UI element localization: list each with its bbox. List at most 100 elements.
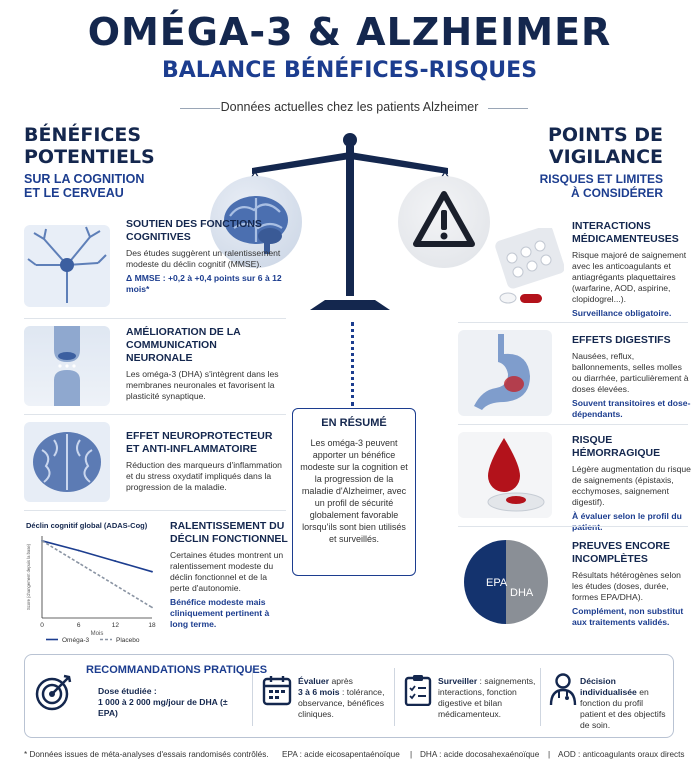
benefits-subheading: SUR LA COGNITION ET LE CERVEAU	[24, 172, 144, 200]
benefit-item-3: EFFET NEUROPROTECTEUR ET ANTI-INFLAMMATO…	[126, 430, 286, 493]
vigilance-heading-line1: POINTS DE	[547, 124, 663, 146]
risk-item-1: INTERACTIONS MÉDICAMENTEUSES Risque majo…	[572, 220, 692, 319]
evaluate-block: Évaluer après 3 à 6 mois : tolérance, ob…	[298, 676, 392, 720]
blood-image	[458, 432, 552, 518]
footnote-2: EPA : acide eicosapentaénoïque	[282, 750, 400, 759]
benefit-item-1-title: SOUTIEN DES FONCTIONS COGNITIVES	[126, 218, 262, 243]
summary-text: Les oméga-3 peuvent apporter un bénéfice…	[300, 438, 408, 544]
risk-item-2-text: Nausées, reflux, ballonnements, selles m…	[572, 351, 689, 394]
risk-item-1-note: Surveillance obligatoire.	[572, 308, 672, 318]
x-tick-label: 12	[112, 622, 120, 629]
neuron-image	[24, 225, 110, 307]
x-tick-label: 6	[77, 622, 81, 629]
risk-item-2-note: Souvent transitoires et dose-dépendants.	[572, 398, 691, 419]
benefits-sub-line2: ET LE CERVEAU	[24, 186, 124, 200]
chart-title: Déclin cognitif global (ADAS-Cog)	[26, 521, 148, 530]
separator	[458, 424, 688, 425]
vigilance-sub-line2: À CONSIDÉRER	[570, 186, 663, 200]
risk-item-3: RISQUE HÉMORRAGIQUE Légère augmentation …	[572, 434, 692, 533]
data-point	[151, 570, 153, 573]
legend-label-placebo: Placebo	[116, 637, 140, 644]
footer-sep: |	[410, 750, 413, 759]
risk-item-4-text: Résultats hétérogènes selon les études (…	[572, 570, 681, 602]
vigilance-sub-line1: RISQUES ET LIMITES	[539, 172, 663, 186]
decision-text: en fonction du profil patient et des obj…	[580, 687, 666, 730]
vigilance-subheading: RISQUES ET LIMITES À CONSIDÉRER	[540, 172, 663, 200]
footer-sep: |	[548, 750, 551, 759]
balance-scale	[200, 128, 500, 318]
benefits-heading: BÉNÉFICES POTENTIELS	[24, 124, 155, 168]
risk-item-2-title: EFFETS DIGESTIFS	[572, 334, 671, 346]
brain-icon	[224, 196, 288, 254]
pie-label-epa: EPA	[486, 577, 508, 589]
page-title: OMÉGA-3 & ALZHEIMER	[87, 10, 612, 54]
benefit-item-4-text: Certaines études montrent un ralentissem…	[170, 550, 284, 593]
synapse-image	[24, 326, 110, 406]
footnote-3: DHA : acide docosahexaénoïque	[420, 750, 540, 759]
benefit-item-2-text: Les oméga-3 (DHA) s'intègrent dans les m…	[126, 369, 279, 401]
checklist-icon	[404, 674, 432, 706]
warning-icon	[413, 191, 475, 247]
pie-slice-epa	[464, 540, 506, 624]
data-point	[114, 584, 117, 587]
divider	[540, 668, 541, 726]
dose-block: Dose étudiée : 1 000 à 2 000 mg/jour de …	[98, 686, 248, 719]
pie-slice-dha	[506, 540, 548, 624]
benefit-item-3-text: Réduction des marqueurs d'inflammation e…	[126, 460, 282, 492]
divider-left	[180, 108, 220, 109]
benefits-heading-line1: BÉNÉFICES	[24, 124, 141, 146]
brain-section-image	[24, 422, 110, 502]
page-subtitle: BALANCE BÉNÉFICES-RISQUES	[161, 58, 538, 83]
monitor-block: Surveiller : saignements, interactions, …	[438, 676, 538, 720]
footnote-1: * Données issues de méta-analyses d'essa…	[24, 750, 269, 759]
decision-bold: Décision individualisée	[580, 676, 637, 697]
separator	[24, 414, 286, 415]
divider	[252, 668, 253, 726]
neuron-icon	[27, 226, 107, 303]
connector-dotted	[351, 322, 354, 406]
synapse-icon	[54, 326, 80, 406]
intro-text: Données actuelles chez les patients Alzh…	[220, 100, 479, 114]
epa-dha-pie: EPA DHA	[462, 538, 550, 626]
benefit-item-1: SOUTIEN DES FONCTIONS COGNITIVES Des étu…	[126, 218, 286, 295]
benefits-sub-line1: SUR LA COGNITION	[24, 172, 145, 186]
risk-item-1-title: INTERACTIONS MÉDICAMENTEUSES	[572, 220, 679, 245]
evaluate-text2: : tolérance, observance, bénéfices clini…	[298, 687, 385, 719]
pills-image	[492, 228, 564, 312]
evaluate-text1: après	[329, 676, 353, 686]
monitor-bold: Surveiller	[438, 676, 478, 686]
data-point	[77, 562, 80, 564]
decline-chart: Déclin cognitif global (ADAS-Cog)Score (…	[20, 518, 160, 646]
summary-box: EN RÉSUMÉ Les oméga-3 peuvent apporter u…	[292, 408, 416, 576]
benefit-item-1-note: Δ MMSE : +0,2 à +0,4 points sur 6 à 12 m…	[126, 273, 282, 294]
data-point	[151, 606, 153, 609]
risk-item-3-title: RISQUE HÉMORRAGIQUE	[572, 434, 661, 459]
stomach-image	[458, 330, 552, 416]
benefit-item-2-title: AMÉLIORATION DE LA COMMUNICATION NEURONA…	[126, 326, 241, 364]
x-tick-label: 0	[40, 622, 44, 629]
benefit-item-4-note: Bénéfice modeste mais cliniquement perti…	[170, 597, 270, 629]
benefit-item-4: RALENTISSEMENT DU DÉCLIN FONCTIONNEL Cer…	[170, 520, 288, 630]
evaluate-bold: Évaluer	[298, 676, 330, 686]
monitor-text: : saignements, interactions, fonction di…	[438, 676, 536, 719]
evaluate-bold2: 3 à 6 mois	[298, 687, 340, 697]
risk-item-1-text: Risque majoré de saignement avec les ant…	[572, 250, 687, 304]
doctor-icon	[548, 672, 578, 706]
x-tick-label: 18	[148, 622, 156, 629]
separator	[458, 322, 688, 323]
vigilance-heading: POINTS DE VIGILANCE	[548, 124, 663, 168]
dose-value: 1 000 à 2 000 mg/jour de DHA (± EPA)	[98, 697, 228, 718]
risk-item-3-text: Légère augmentation du risque de saignem…	[572, 464, 691, 507]
blood-drop-icon	[487, 438, 545, 512]
legend-label-omega3: Oméga-3	[62, 637, 89, 644]
x-axis-label: Mois	[91, 631, 104, 637]
risk-item-4: PREUVES ENCORE INCOMPLÈTES Résultats hét…	[572, 540, 692, 628]
risk-item-3-note: À évaluer selon le profil du patient.	[572, 511, 682, 532]
benefits-heading-line2: POTENTIELS	[24, 146, 155, 168]
risk-item-2: EFFETS DIGESTIFS Nausées, reflux, ballon…	[572, 334, 692, 420]
data-point	[41, 539, 43, 542]
separator	[24, 318, 286, 319]
vigilance-heading-line2: VIGILANCE	[548, 146, 663, 168]
warning-plate	[398, 176, 490, 268]
decision-block: Décision individualisée en fonction du p…	[580, 676, 670, 731]
